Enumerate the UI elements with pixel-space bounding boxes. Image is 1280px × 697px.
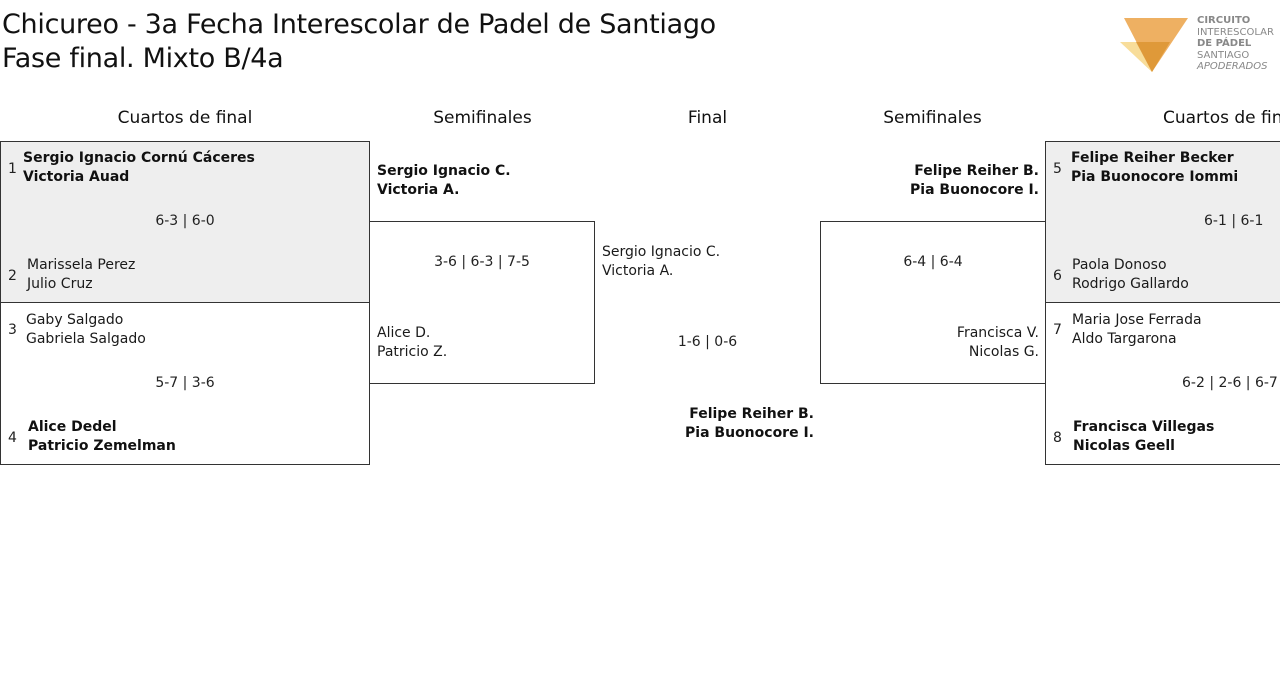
team-winner: Felipe Reiher Becker Pia Buonocore Iommi xyxy=(1071,149,1238,187)
final-team-winner: Felipe Reiher B. Pia Buonocore I. xyxy=(595,405,814,443)
player-name: Sergio Ignacio C. xyxy=(377,163,511,179)
match-score: 6-2 | 2-6 | 6-7 xyxy=(1182,375,1278,391)
player-name: Victoria Auad xyxy=(23,169,130,185)
player-name: Patricio Zemelman xyxy=(28,438,176,454)
player-name: Paola Donoso xyxy=(1072,257,1167,273)
logo-line-1: CIRCUITO xyxy=(1197,15,1251,26)
team-winner: Francisca Villegas Nicolas Geell xyxy=(1073,418,1214,456)
player-name: Sergio Ignacio Cornú Cáceres xyxy=(23,150,255,166)
team-winner: Sergio Ignacio Cornú Cáceres Victoria Au… xyxy=(23,149,255,187)
match-score: 6-1 | 6-1 xyxy=(1204,213,1264,229)
player-name: Francisca Villegas xyxy=(1073,419,1215,435)
right-qf-match-1: 5 Felipe Reiher Becker Pia Buonocore Iom… xyxy=(1045,141,1280,303)
final-team-loser: Sergio Ignacio C. Victoria A. xyxy=(602,243,720,281)
left-qf-match-1: 1 Sergio Ignacio Cornú Cáceres Victoria … xyxy=(0,141,370,303)
match-score: 5-7 | 3-6 xyxy=(155,375,215,391)
header-left-semifinals: Semifinales xyxy=(433,108,532,128)
match-score: 6-4 | 6-4 xyxy=(903,254,963,270)
player-name: Nicolas G. xyxy=(968,344,1039,360)
page-title: Chicureo - 3a Fecha Interescolar de Pade… xyxy=(2,8,716,76)
player-name: Victoria A. xyxy=(377,182,460,198)
player-name: Gaby Salgado xyxy=(26,312,124,328)
team-loser: Gaby Salgado Gabriela Salgado xyxy=(26,311,146,349)
player-name: Julio Cruz xyxy=(27,276,93,292)
logo-line-3: DE PÁDEL xyxy=(1197,38,1252,49)
logo-line-2: INTERESCOLAR xyxy=(1197,26,1274,38)
player-name: Sergio Ignacio C. xyxy=(602,244,721,260)
right-sf-match: 6-4 | 6-4 Francisca V. Nicolas G. xyxy=(820,221,1046,384)
header-right-semifinals: Semifinales xyxy=(883,108,982,128)
left-qf-match-2: 3 Gaby Salgado Gabriela Salgado 5-7 | 3-… xyxy=(0,302,370,465)
seed-number: 4 xyxy=(8,430,17,446)
player-name: Aldo Targarona xyxy=(1072,331,1177,347)
team-loser: Alice D. Patricio Z. xyxy=(377,324,447,362)
triangle-logo-icon xyxy=(1120,18,1188,72)
seed-number: 7 xyxy=(1053,322,1062,338)
match-score: 3-6 | 6-3 | 7-5 xyxy=(434,254,530,270)
seed-number: 3 xyxy=(8,322,17,338)
player-name: Alice D. xyxy=(377,325,431,341)
seed-number: 1 xyxy=(8,161,17,177)
player-name: Rodrigo Gallardo xyxy=(1072,276,1189,292)
player-name: Victoria A. xyxy=(602,263,674,279)
left-sf-match: 3-6 | 6-3 | 7-5 Alice D. Patricio Z. xyxy=(369,221,595,384)
player-name: Nicolas Geell xyxy=(1073,438,1175,454)
player-name: Gabriela Salgado xyxy=(26,331,146,347)
right-sf-team-winner: Felipe Reiher B. Pia Buonocore I. xyxy=(820,162,1039,200)
seed-number: 8 xyxy=(1053,430,1062,446)
player-name: Felipe Reiher Becker xyxy=(1071,150,1234,166)
seed-number: 2 xyxy=(8,268,17,284)
player-name: Alice Dedel xyxy=(28,419,117,435)
player-name: Pia Buonocore Iommi xyxy=(1071,169,1239,185)
player-name: Marissela Perez xyxy=(27,257,136,273)
player-name: Patricio Z. xyxy=(377,344,448,360)
player-name: Pia Buonocore I. xyxy=(910,182,1039,198)
player-name: Pia Buonocore I. xyxy=(685,425,814,441)
player-name: Francisca V. xyxy=(956,325,1039,341)
team-loser: Francisca V. Nicolas G. xyxy=(821,324,1039,362)
match-score: 6-3 | 6-0 xyxy=(155,213,215,229)
header-left-quarterfinals: Cuartos de final xyxy=(117,108,253,128)
circuit-logo: CIRCUITO INTERESCOLAR DE PÁDEL SANTIAGO … xyxy=(1118,14,1280,76)
seed-number: 6 xyxy=(1053,268,1062,284)
final-match-score: 1-6 | 0-6 xyxy=(677,334,738,350)
header-right-quarterfinals: Cuartos de final xyxy=(1163,108,1280,128)
logo-line-5: APODERADOS xyxy=(1197,61,1268,72)
team-loser: Maria Jose Ferrada Aldo Targarona xyxy=(1072,311,1202,349)
player-name: Maria Jose Ferrada xyxy=(1072,312,1202,328)
logo-line-4: SANTIAGO xyxy=(1197,49,1250,61)
title-line-1: Chicureo - 3a Fecha Interescolar de Pade… xyxy=(2,9,716,40)
team-winner: Alice Dedel Patricio Zemelman xyxy=(28,418,176,456)
left-sf-team-winner: Sergio Ignacio C. Victoria A. xyxy=(377,162,511,200)
team-loser: Paola Donoso Rodrigo Gallardo xyxy=(1072,256,1189,294)
seed-number: 5 xyxy=(1053,161,1062,177)
right-qf-match-2: 7 Maria Jose Ferrada Aldo Targarona 6-2 … xyxy=(1045,302,1280,465)
player-name: Felipe Reiher B. xyxy=(914,163,1039,179)
player-name: Felipe Reiher B. xyxy=(689,406,814,422)
team-loser: Marissela Perez Julio Cruz xyxy=(27,256,135,294)
title-line-2: Fase final. Mixto B/4a xyxy=(2,43,284,74)
header-final: Final xyxy=(687,108,728,128)
